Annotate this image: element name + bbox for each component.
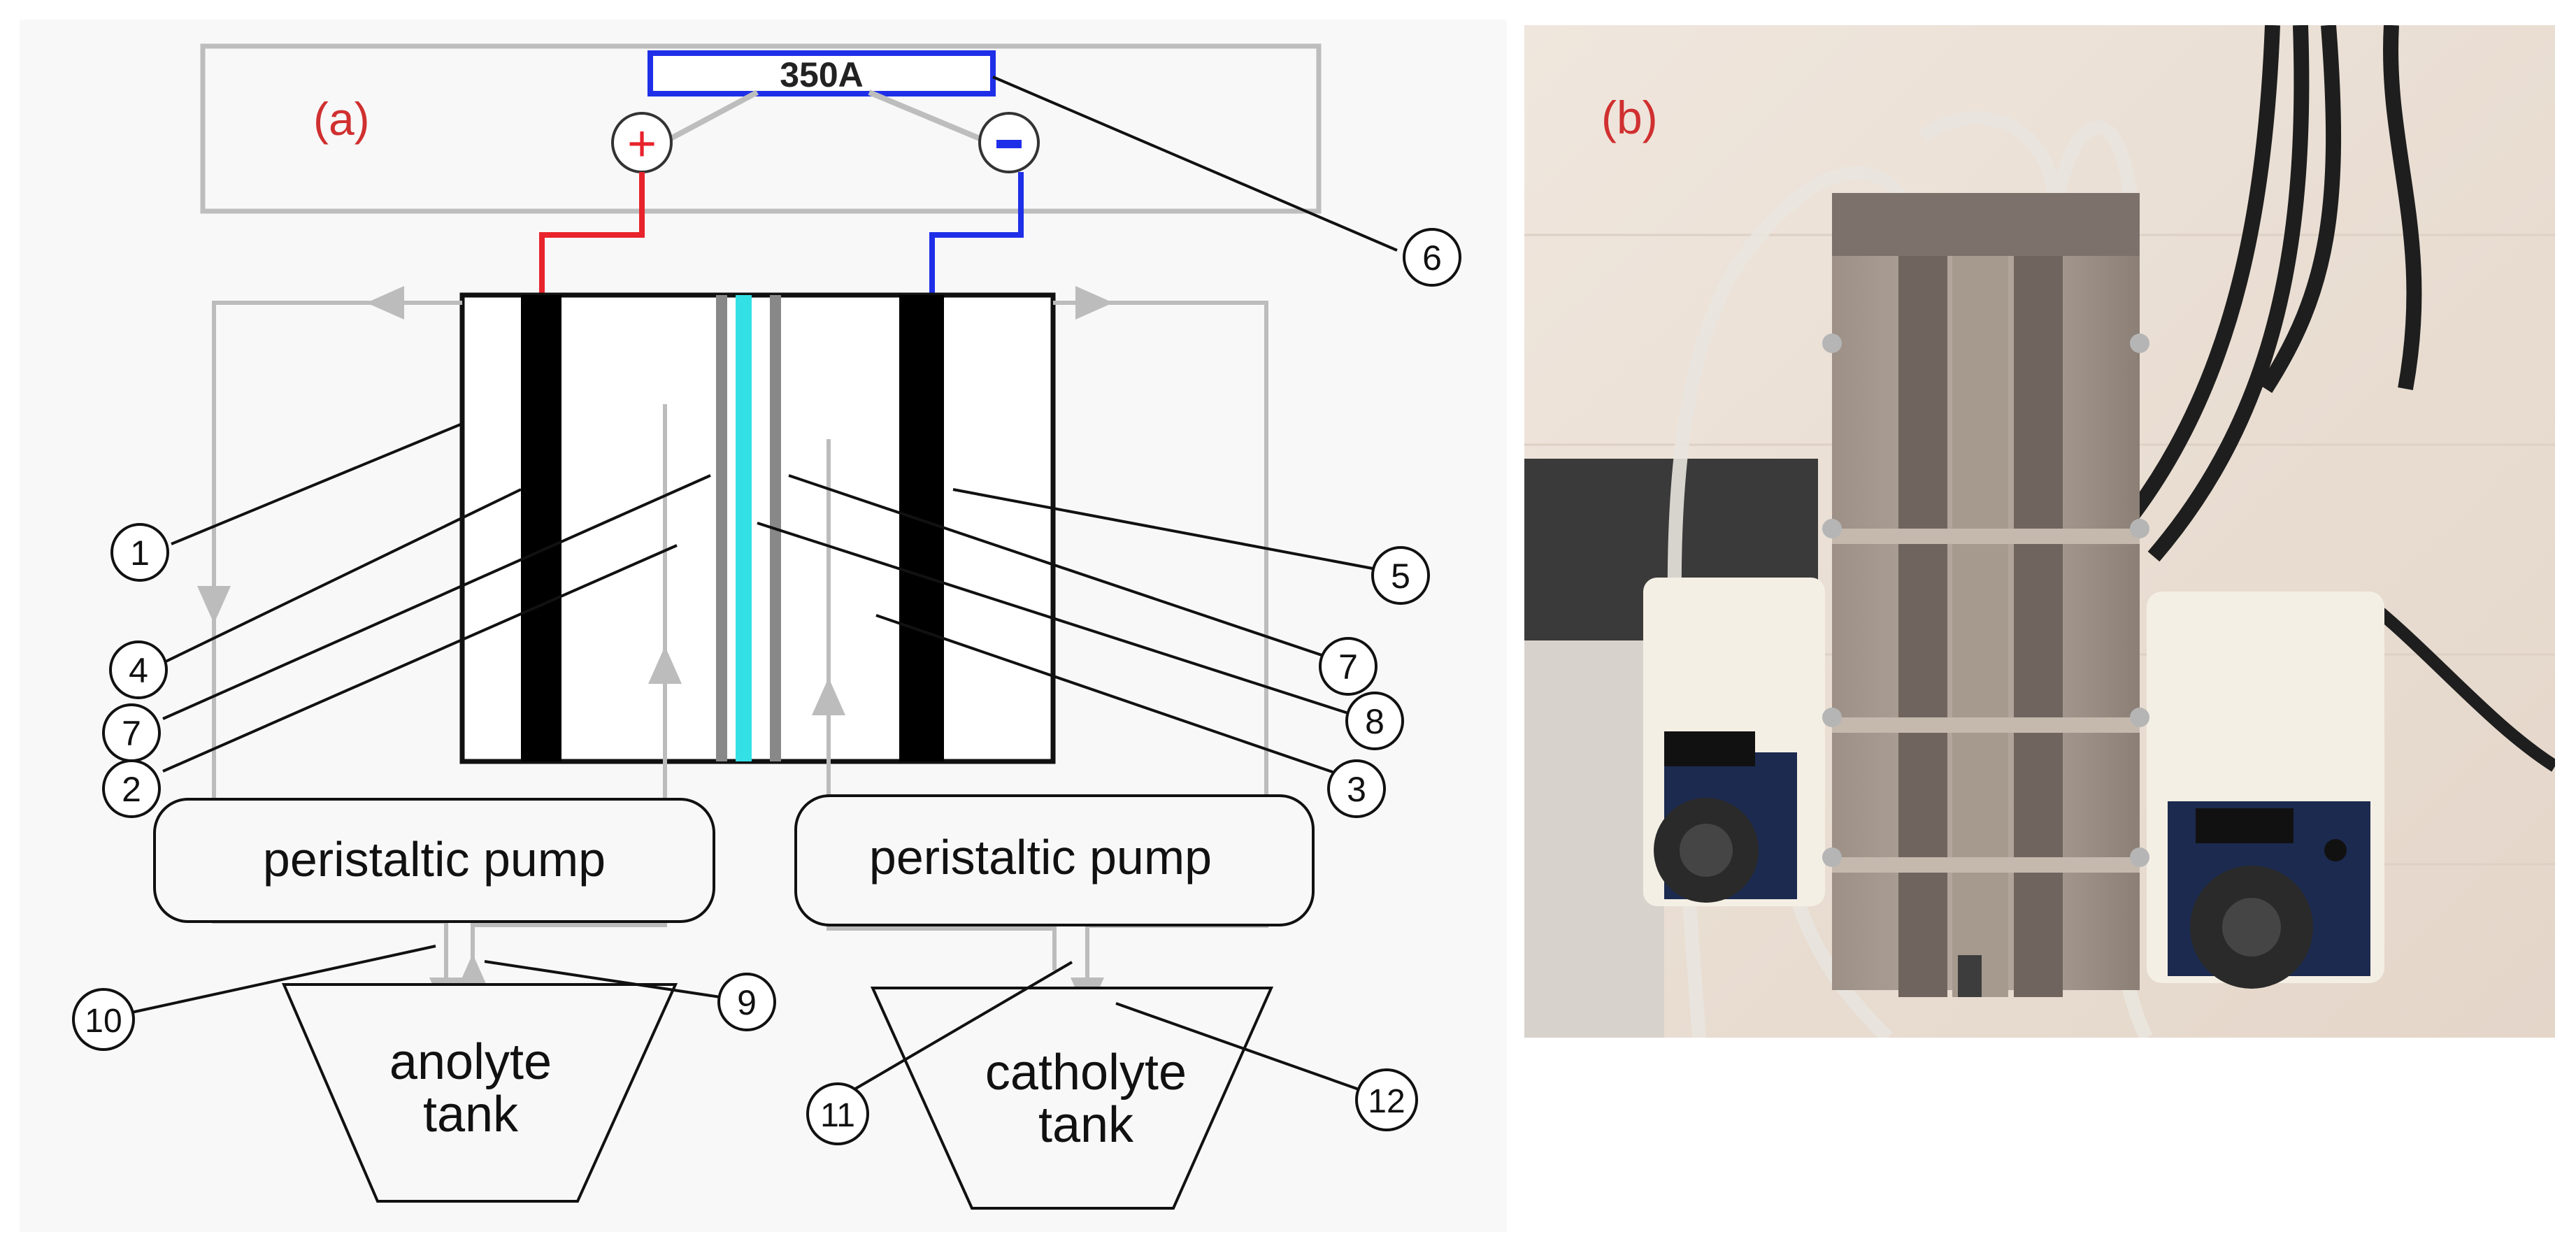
svg-text:5: 5 — [1391, 557, 1410, 596]
ammeter-reading: 350A — [780, 55, 864, 94]
peristaltic-pump-right — [794, 794, 1315, 926]
callout-2: 2 — [102, 759, 161, 818]
leader-line — [992, 76, 1398, 252]
pump-right-label: peristaltic pump — [869, 830, 1212, 885]
callout-3: 3 — [1327, 759, 1386, 818]
catholyte-tank-label-line1: catholyte — [985, 1045, 1187, 1101]
leader-line — [131, 945, 436, 1014]
svg-text:11: 11 — [820, 1097, 855, 1134]
setup-photo: (b) — [1524, 25, 2555, 1038]
svg-text:2: 2 — [122, 770, 141, 809]
anolyte-tank-label-line1: anolyte — [389, 1034, 552, 1090]
svg-text:12: 12 — [1368, 1083, 1405, 1120]
catholyte-tank-label-line2: tank — [1038, 1097, 1134, 1153]
leader-line — [1115, 1002, 1373, 1096]
callout-10: 10 — [72, 988, 135, 1051]
leader-line — [952, 488, 1373, 570]
anolyte-tank-label-line2: tank — [423, 1087, 519, 1143]
schematic-panel: 350A (a) + peristaltic pump peristaltic … — [20, 20, 1507, 1232]
callout-1: 1 — [110, 523, 169, 582]
svg-text:9: 9 — [737, 983, 757, 1022]
panel-a-label: (a) — [313, 93, 370, 145]
svg-text:6: 6 — [1422, 238, 1442, 278]
callout-7-right: 7 — [1319, 637, 1378, 696]
cathode — [899, 295, 944, 761]
svg-text:4: 4 — [129, 651, 148, 690]
cable — [2359, 593, 2555, 772]
callout-8: 8 — [1345, 692, 1404, 750]
peristaltic-pump-left — [153, 798, 715, 923]
callout-6: 6 — [1403, 228, 1461, 287]
anode — [521, 295, 561, 761]
svg-text:7: 7 — [122, 714, 141, 753]
pump-left-label: peristaltic pump — [263, 832, 606, 887]
electrolyzer-stack — [1822, 193, 2149, 997]
negative-wire — [929, 172, 1024, 293]
callout-7-left: 7 — [102, 703, 161, 762]
svg-text:8: 8 — [1365, 702, 1384, 741]
leader-line — [843, 961, 1073, 1096]
leader-line — [875, 614, 1345, 778]
callout-12: 12 — [1355, 1068, 1418, 1131]
svg-text:7: 7 — [1338, 647, 1358, 687]
lead-negative-wire — [868, 90, 989, 145]
membrane — [736, 295, 752, 761]
bench-front — [1524, 640, 1664, 1038]
leader-line — [757, 522, 1366, 720]
catholyte-tank — [870, 987, 1274, 1210]
leader-line — [788, 474, 1345, 664]
svg-text:3: 3 — [1347, 770, 1366, 809]
leader-line — [171, 422, 463, 545]
callout-9: 9 — [717, 973, 776, 1031]
separator-left — [716, 295, 727, 761]
callout-5: 5 — [1371, 546, 1430, 605]
positive-wire — [539, 172, 645, 293]
peristaltic-pump-photo-right — [2147, 592, 2384, 989]
cables — [2126, 25, 2422, 562]
positive-sign: + — [627, 116, 657, 172]
leader-line — [484, 960, 730, 1000]
negative-sign — [996, 140, 1022, 148]
callout-11: 11 — [806, 1082, 869, 1145]
power-supply — [200, 43, 1322, 214]
leader-line — [162, 544, 678, 773]
lead-positive-wire — [663, 90, 759, 145]
leader-line — [162, 488, 522, 664]
callout-4: 4 — [109, 640, 168, 699]
svg-text:1: 1 — [130, 534, 150, 573]
peristaltic-pump-photo-left — [1643, 578, 1825, 906]
ammeter-display — [647, 50, 996, 96]
anolyte-tank — [281, 983, 678, 1203]
leader-line — [162, 474, 711, 720]
panel-b-label: (b) — [1601, 92, 1658, 143]
svg-text:10: 10 — [85, 1003, 122, 1040]
